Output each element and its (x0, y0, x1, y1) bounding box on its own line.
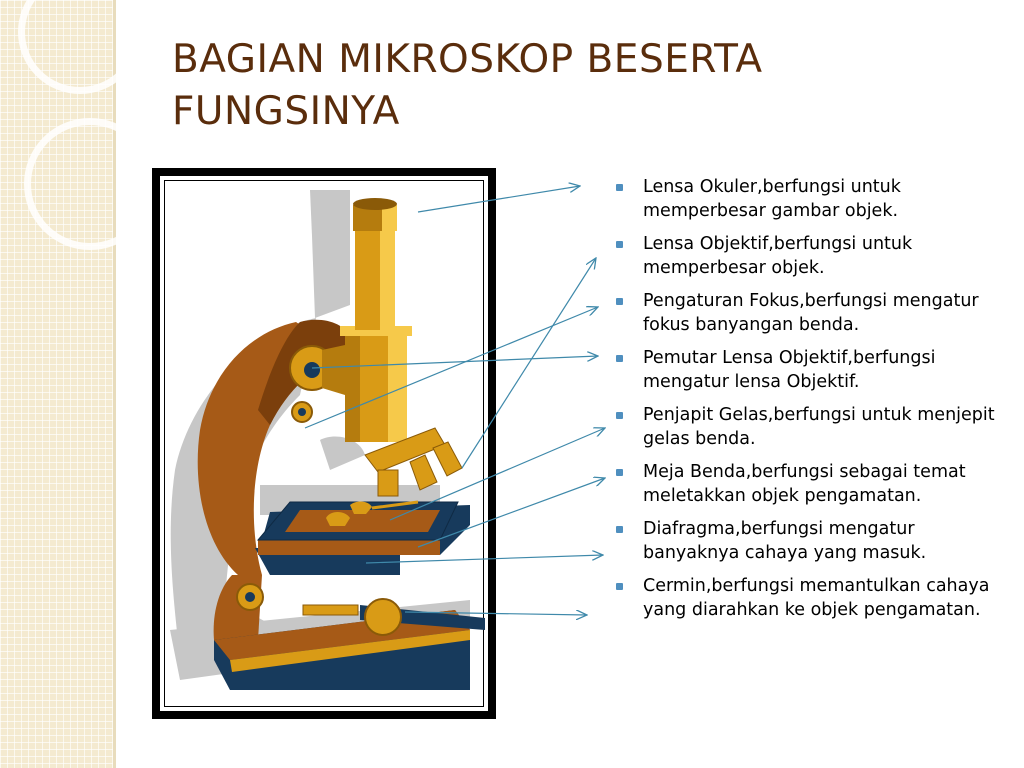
part-description: Meja Benda,berfungsi sebagai temat melet… (643, 462, 966, 506)
part-description: Pengaturan Fokus,berfungsi mengatur foku… (643, 291, 979, 335)
title-line-1: BAGIAN MIKROSKOP BESERTA (172, 37, 763, 82)
parts-list: Lensa Okuler,berfungsi untuk memperbesar… (614, 175, 1004, 631)
bullet-icon (616, 412, 623, 419)
bullet-icon (616, 526, 623, 533)
arrow-pemutar-lensa (311, 356, 598, 369)
pointer-arrows (304, 186, 605, 615)
bullet-icon (616, 583, 623, 590)
part-description: Diafragma,berfungsi mengatur banyaknya c… (643, 519, 927, 563)
bullet-icon (616, 355, 623, 362)
side-band-edge (113, 0, 116, 768)
arrow-diafragma (365, 555, 603, 564)
slide-title: BAGIAN MIKROSKOP BESERTA FUNGSINYA (172, 34, 972, 138)
list-item: Lensa Objektif,berfungsi untuk memperbes… (614, 232, 1004, 280)
part-description: Pemutar Lensa Objektif,berfungsi mengatu… (643, 348, 936, 392)
arrow-cermin (404, 612, 587, 615)
part-description: Lensa Okuler,berfungsi untuk memperbesar… (643, 177, 901, 221)
part-description: Penjapit Gelas,berfungsi untuk menjepit … (643, 405, 995, 449)
focus-knobs (289, 345, 345, 423)
bullet-icon (616, 241, 623, 248)
microscope-base (214, 605, 485, 690)
arrow-lensa-okuler (417, 186, 580, 213)
bullet-icon (616, 184, 623, 191)
frame-inner-border (164, 180, 484, 707)
list-item: Pemutar Lensa Objektif,berfungsi mengatu… (614, 346, 1004, 394)
part-description: Lensa Objektif,berfungsi untuk memperbes… (643, 234, 913, 278)
title-line-2: FUNGSINYA (172, 89, 400, 134)
microscope-stage (256, 500, 470, 555)
arrow-meja-benda (417, 478, 605, 548)
bullet-icon (616, 469, 623, 476)
list-item: Lensa Okuler,berfungsi untuk memperbesar… (614, 175, 1004, 223)
part-description: Cermin,berfungsi memantulkan cahaya yang… (643, 576, 990, 620)
arrow-pengaturan-fokus (304, 307, 598, 429)
list-item: Meja Benda,berfungsi sebagai temat melet… (614, 460, 1004, 508)
list-item: Diafragma,berfungsi mengatur banyaknya c… (614, 517, 1004, 565)
arrow-lensa-objektif (461, 258, 596, 469)
list-item: Pengaturan Fokus,berfungsi mengatur foku… (614, 289, 1004, 337)
list-item: Cermin,berfungsi memantulkan cahaya yang… (614, 574, 1004, 622)
list-item: Penjapit Gelas,berfungsi untuk menjepit … (614, 403, 1004, 451)
microscope-body-tube (340, 198, 412, 442)
bullet-icon (616, 298, 623, 305)
mirror-assembly (236, 583, 402, 636)
decorative-ring (18, 0, 142, 94)
arrow-penjapit-gelas (389, 428, 605, 521)
